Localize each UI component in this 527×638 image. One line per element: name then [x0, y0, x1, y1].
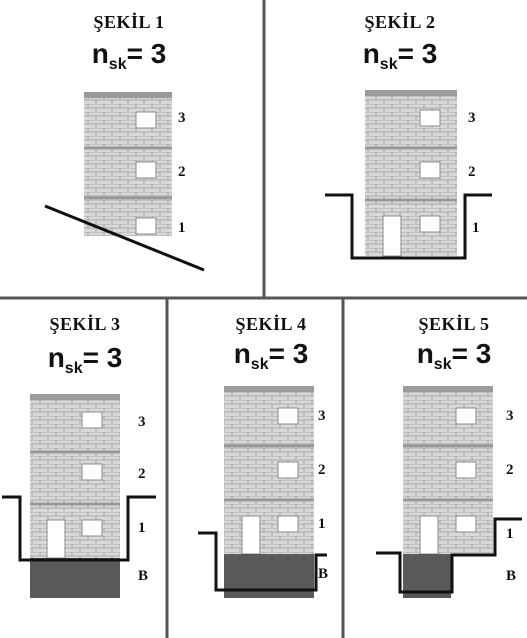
floor-label-3: 3 [468, 110, 476, 126]
floor-label-1: 1 [178, 220, 186, 236]
floor-label-3: 3 [138, 414, 146, 430]
panel-1-title: ŞEKİL 1 [93, 12, 165, 32]
basement-label: B [138, 568, 149, 584]
panel-5-title: ŞEKİL 5 [418, 314, 490, 334]
panel-1-formula: nsk= 3 [64, 38, 194, 74]
floor-label-1: 1 [138, 520, 146, 536]
sloped-ground [44, 204, 205, 272]
panel-3-formula: nsk= 3 [20, 342, 150, 378]
formula-eq: = 3 [397, 38, 438, 69]
floor-label-1: 1 [506, 526, 514, 542]
formula-sub: sk [250, 356, 269, 373]
formula-eq: = 3 [126, 38, 167, 69]
panel-2-formula: nsk= 3 [335, 38, 465, 74]
formula-n: n [47, 342, 65, 373]
panel-2-title: ŞEKİL 2 [364, 12, 436, 32]
floor-label-2: 2 [178, 164, 186, 180]
formula-n: n [362, 38, 380, 69]
panel-5-formula: nsk= 3 [389, 338, 519, 374]
floor-label-3: 3 [178, 110, 186, 126]
ground-line [325, 193, 492, 260]
formula-eq: = 3 [451, 338, 492, 369]
formula-eq: = 3 [268, 338, 309, 369]
formula-n: n [416, 338, 434, 369]
panel-5-building [376, 386, 522, 598]
floor-label-1: 1 [318, 516, 326, 532]
ground-line [376, 517, 522, 594]
formula-sub: sk [433, 356, 452, 373]
floor-label-2: 2 [506, 462, 514, 478]
floor-label-2: 2 [138, 466, 146, 482]
panel-4-building [198, 386, 327, 598]
panel-1-building [44, 92, 205, 272]
basement-block [30, 558, 120, 598]
panel-3-building [2, 394, 156, 598]
ground-line [2, 495, 156, 562]
floor-label-3: 3 [318, 408, 326, 424]
floor-label-2: 2 [468, 164, 476, 180]
floor-label-3: 3 [506, 408, 514, 424]
formula-n: n [233, 338, 251, 369]
panel-2-building [325, 90, 492, 260]
formula-sub: sk [64, 360, 83, 377]
panel-4-formula: nsk= 3 [206, 338, 336, 374]
floor-label-2: 2 [318, 462, 326, 478]
basement-label: B [318, 566, 329, 582]
formula-sub: sk [108, 56, 127, 73]
ground-line [198, 531, 327, 592]
panel-3-title: ŞEKİL 3 [49, 314, 121, 334]
formula-sub: sk [379, 56, 398, 73]
basement-label: B [506, 568, 517, 584]
formula-eq: = 3 [82, 342, 123, 373]
formula-n: n [91, 38, 109, 69]
panel-4-title: ŞEKİL 4 [235, 314, 307, 334]
floor-label-1: 1 [472, 220, 480, 236]
